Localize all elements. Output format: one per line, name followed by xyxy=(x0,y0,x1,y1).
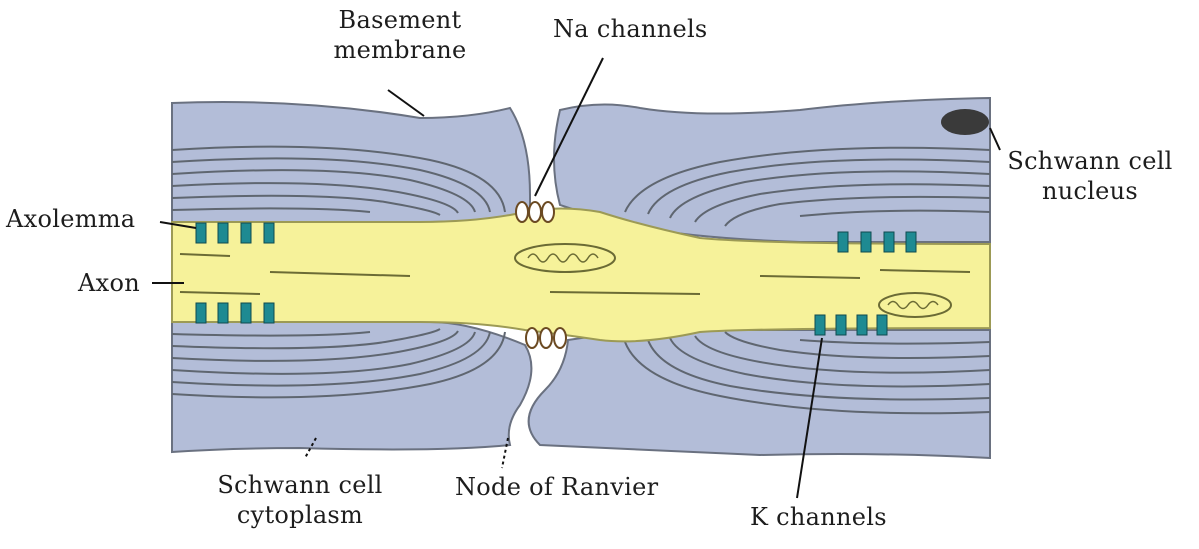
label-schwann-cytoplasm: Schwann cell cytoplasm xyxy=(200,470,400,530)
na-channels-bottom xyxy=(526,328,566,348)
label-line: membrane xyxy=(320,35,480,65)
mitochondrion-node xyxy=(515,244,615,272)
mitochondrion-right xyxy=(879,293,951,317)
label-line: Basement xyxy=(320,5,480,35)
label-line: Schwann cell xyxy=(1000,146,1180,176)
right-schwann-sheath-lower xyxy=(529,330,990,458)
na-channels-top xyxy=(516,202,554,222)
label-na-channels: Na channels xyxy=(553,14,708,44)
label-schwann-nucleus: Schwann cell nucleus xyxy=(1000,146,1180,206)
schwann-nucleus-shape xyxy=(941,109,989,135)
label-line: nucleus xyxy=(1000,176,1180,206)
left-schwann-sheath-lower xyxy=(172,322,531,452)
label-node-of-ranvier: Node of Ranvier xyxy=(455,472,658,502)
label-axolemma: Axolemma xyxy=(6,204,135,234)
label-axon: Axon xyxy=(78,268,140,298)
label-k-channels: K channels xyxy=(750,502,887,532)
label-line: Schwann cell xyxy=(200,470,400,500)
label-line: cytoplasm xyxy=(200,500,400,530)
label-basement-membrane: Basement membrane xyxy=(320,5,480,65)
